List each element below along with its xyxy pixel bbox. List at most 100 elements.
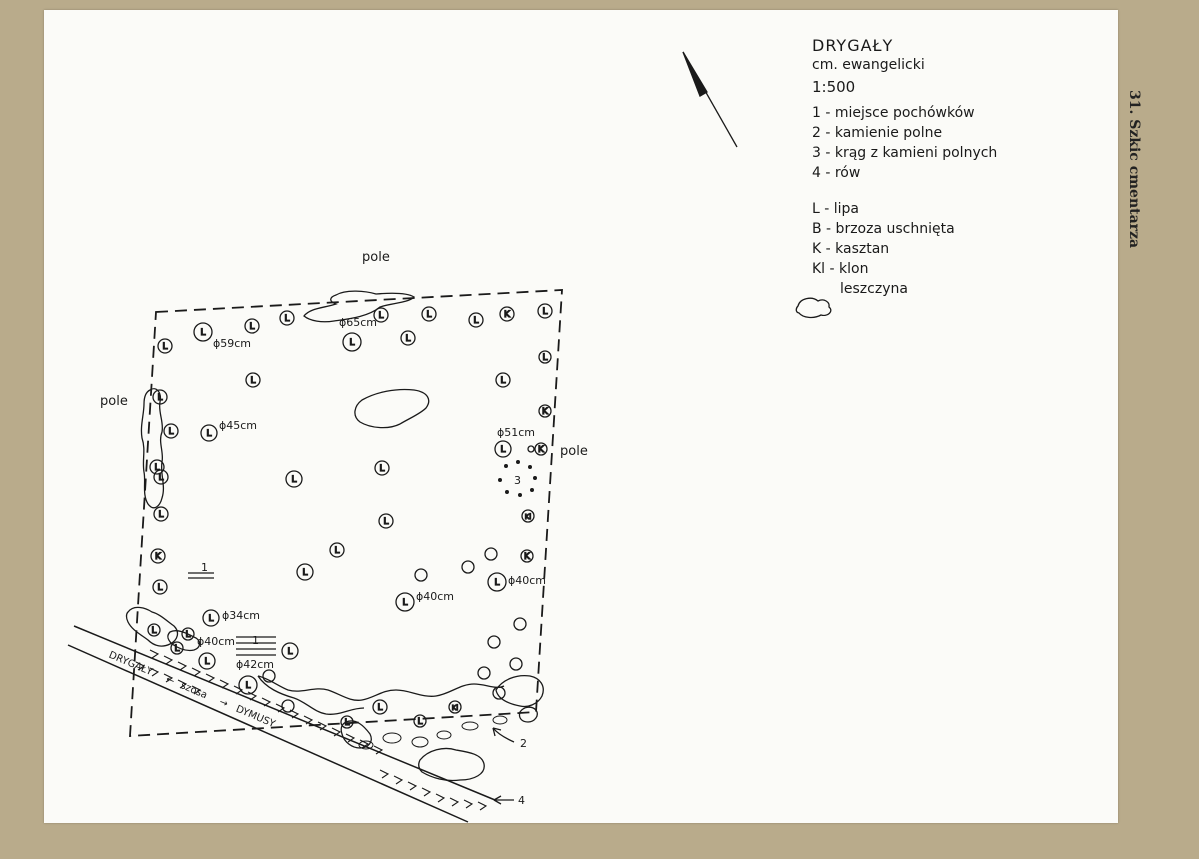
stone-circle[interactable] — [498, 460, 537, 497]
tree-lipa[interactable]: L — [200, 424, 218, 442]
tree-unmarked[interactable] — [484, 547, 498, 561]
tree-lipa[interactable]: L — [373, 307, 389, 323]
road-label-szosa: szosa — [179, 680, 209, 701]
tree-lipa[interactable]: L — [202, 609, 220, 627]
tree-lipa[interactable]: L — [157, 338, 173, 354]
svg-text:L: L — [206, 429, 211, 439]
tree-lipa[interactable]: L — [413, 714, 427, 728]
svg-text:L: L — [157, 393, 162, 403]
tree-lipa[interactable]: L — [181, 627, 195, 641]
svg-text:L: L — [250, 376, 255, 386]
tree-lipa[interactable]: L — [342, 332, 362, 352]
svg-text:L: L — [185, 630, 190, 640]
svg-text:L: L — [291, 475, 296, 485]
tree-lipa[interactable]: L — [494, 440, 512, 458]
legend-subtitle: cm. ewangelicki — [812, 57, 925, 73]
tree-unmarked[interactable] — [262, 669, 276, 683]
legend-tree: L - lipa — [812, 201, 859, 217]
svg-text:L: L — [168, 427, 173, 437]
pointer-arrow-2 — [492, 727, 515, 743]
field-label-left: pole — [100, 394, 128, 409]
tree-unmarked[interactable] — [492, 686, 506, 700]
legend-item: 1 - miejsce pochówków — [812, 105, 975, 121]
tree-klon[interactable]: Kl — [448, 700, 462, 714]
tree-unmarked[interactable] — [527, 445, 535, 453]
tree-lipa[interactable]: L — [285, 470, 303, 488]
svg-text:L: L — [200, 328, 205, 338]
tree-lipa[interactable]: L — [279, 310, 295, 326]
tree-kasztan[interactable]: K — [499, 306, 515, 322]
diameter-label: ϕ40cm — [416, 590, 454, 603]
tree-unmarked[interactable] — [487, 635, 501, 649]
tree-lipa[interactable]: L — [400, 330, 416, 346]
tree-lipa[interactable]: L — [296, 563, 314, 581]
tree-lipa[interactable]: L — [537, 303, 553, 319]
tree-lipa[interactable]: L — [538, 350, 552, 364]
arrow-right-icon: → — [217, 697, 229, 710]
tree-lipa[interactable]: L — [244, 318, 260, 334]
tree-lipa[interactable]: L — [487, 572, 507, 592]
tree-lipa[interactable]: L — [163, 423, 179, 439]
arrow-left-icon: ← — [164, 674, 176, 687]
svg-text:K: K — [504, 310, 511, 320]
feature-number: 3 — [514, 474, 521, 487]
svg-text:L: L — [383, 517, 388, 527]
svg-text:L: L — [174, 644, 179, 654]
tree-lipa[interactable]: L — [153, 469, 169, 485]
legend-shrub: leszczyna — [840, 281, 908, 297]
svg-text:L: L — [158, 510, 163, 520]
tree-kasztan[interactable]: K — [150, 548, 166, 564]
tree-lipa[interactable]: L — [147, 623, 161, 637]
tree-lipa[interactable]: L — [468, 312, 484, 328]
svg-text:L: L — [158, 473, 163, 483]
tree-lipa[interactable]: L — [198, 652, 216, 670]
tree-klon[interactable]: Kl — [521, 509, 535, 523]
tree-unmarked[interactable] — [414, 568, 428, 582]
tree-lipa[interactable]: L — [149, 459, 165, 475]
svg-text:L: L — [426, 310, 431, 320]
tree-unmarked[interactable] — [513, 617, 527, 631]
svg-text:L: L — [154, 463, 159, 473]
legend-scale: 1:500 — [812, 78, 856, 96]
diameter-label: ϕ34cm — [222, 609, 260, 622]
tree-lipa[interactable]: L — [421, 306, 437, 322]
tree-lipa[interactable]: L — [153, 506, 169, 522]
svg-text:L: L — [157, 583, 162, 593]
svg-text:L: L — [542, 353, 547, 363]
tree-lipa[interactable]: L — [152, 389, 168, 405]
diameter-label: ϕ42cm — [236, 658, 274, 671]
tree-kasztan[interactable]: K — [538, 404, 552, 418]
cemetery-boundary — [129, 289, 563, 737]
tree-lipa[interactable]: L — [374, 460, 390, 476]
feature-number: 1 — [252, 634, 259, 647]
tree-lipa[interactable]: L — [238, 675, 258, 695]
tree-lipa[interactable]: L — [152, 579, 168, 595]
svg-text:K: K — [542, 407, 549, 417]
tree-kasztan[interactable]: K — [520, 549, 534, 563]
svg-text:L: L — [249, 322, 254, 332]
burial-marker — [188, 572, 214, 579]
tree-lipa[interactable]: L — [193, 322, 213, 342]
tree-lipa[interactable]: L — [329, 542, 345, 558]
tree-lipa[interactable]: L — [395, 592, 415, 612]
field-label-top: pole — [362, 250, 390, 265]
svg-text:L: L — [162, 342, 167, 352]
tree-lipa[interactable]: L — [378, 513, 394, 529]
tree-lipa[interactable]: L — [281, 642, 299, 660]
tree-lipa[interactable]: L — [170, 641, 184, 655]
tree-unmarked[interactable] — [509, 657, 523, 671]
road-label-drygaly: DRYGAŁY — [107, 650, 155, 679]
pointer-arrow-2-head — [492, 727, 502, 737]
tree-lipa[interactable]: L — [372, 699, 388, 715]
tree-unmarked[interactable] — [461, 560, 475, 574]
tree-lipa[interactable]: L — [495, 372, 511, 388]
svg-text:L: L — [344, 718, 349, 728]
tree-unmarked[interactable] — [477, 666, 491, 680]
legend-tree: B - brzoza uschnięta — [812, 221, 955, 237]
svg-text:L: L — [473, 316, 478, 326]
tree-lipa[interactable]: L — [340, 715, 354, 729]
tree-lipa[interactable]: L — [245, 372, 261, 388]
tree-unmarked[interactable] — [281, 699, 295, 713]
tree-kasztan[interactable]: K — [534, 442, 548, 456]
